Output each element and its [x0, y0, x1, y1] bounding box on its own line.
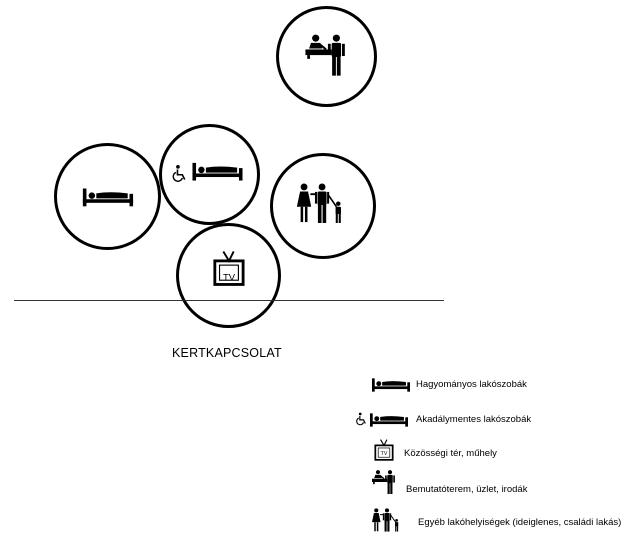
bed-icon — [82, 188, 134, 207]
legend-label: Akadálymentes lakószobák — [416, 414, 532, 425]
reception-desk-icon — [372, 470, 396, 494]
circle-community: TV — [176, 223, 281, 328]
circle-showroom — [276, 6, 377, 107]
reception-desk-icon — [305, 34, 346, 76]
legend-label: Közösségi tér, műhely — [404, 448, 497, 459]
bed-icon — [372, 378, 410, 392]
legend-item: Hagyományos lakószobák — [350, 378, 630, 400]
circle-family — [270, 153, 376, 259]
ground-line — [14, 300, 444, 301]
tv-label: TV — [381, 451, 388, 457]
legend-label: Hagyományos lakószobák — [416, 379, 527, 390]
wheelchair-icon — [356, 412, 368, 426]
legend-item: Egyéb lakóhelyiségek (ideiglenes, család… — [350, 512, 639, 534]
legend-label: Bemutatóterem, üzlet, irodák — [406, 484, 528, 495]
ground-label: KERTKAPCSOLAT — [172, 346, 282, 360]
tv-label: TV — [223, 272, 236, 283]
legend-label: Egyéb lakóhelyiségek (ideiglenes, család… — [418, 517, 622, 528]
circle-accessible-rooms — [159, 124, 260, 225]
circle-standard-rooms — [54, 143, 161, 250]
legend-item: Bemutatóterem, üzlet, irodák — [350, 476, 630, 498]
family-icon — [372, 508, 402, 532]
tv-icon: TV — [374, 439, 394, 461]
tv-icon: TV — [213, 250, 245, 286]
accessible-bed-icon — [172, 162, 243, 183]
legend-item: Akadálymentes lakószobák — [350, 413, 630, 435]
family-icon — [273, 156, 373, 256]
legend-item: TV Közösségi tér, műhely — [350, 440, 630, 462]
bed-icon — [370, 413, 408, 427]
